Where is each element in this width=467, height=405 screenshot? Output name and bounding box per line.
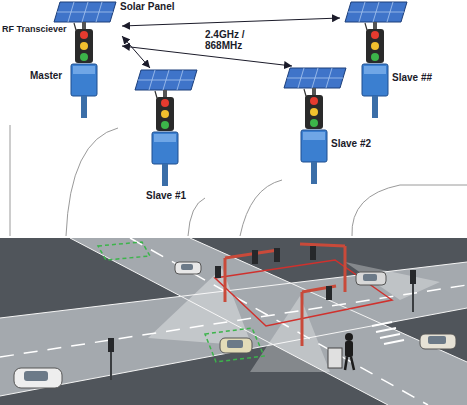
unit-label: Slave #1 [146,190,186,202]
car [181,264,193,270]
radio-link-arrow [122,18,340,26]
intersection-scene [252,250,258,264]
car [420,334,456,349]
road-lines [66,128,118,236]
unit-label: Slave #2 [331,138,371,150]
intersection-scene [300,244,345,246]
intersection-scene [412,284,414,312]
master-signal-unit [54,2,116,118]
road-lines [10,125,11,236]
intersection-scene [326,286,332,300]
kiosk-person [345,341,353,357]
car [220,338,252,353]
car [175,262,201,274]
slave-signal-unit [284,68,346,184]
road-lines [188,198,205,236]
intersection-scene [108,338,114,352]
intersection-scene [250,296,330,372]
car [420,334,456,349]
intersection-scene [224,258,227,302]
signal-unit: Slave #1 [133,68,199,204]
kiosk-person [345,333,353,341]
car [356,272,386,285]
intersection-scene [410,270,416,284]
callout-label: Solar Panel [120,1,174,12]
intersection-scene [70,238,467,405]
radio-link-arrow [122,36,150,68]
unit-label: Master [30,70,62,82]
car [175,262,201,274]
kiosk-person [345,357,347,370]
intersection-scene [376,328,396,332]
intersection-scene [310,246,316,260]
intersection-scene [384,340,404,344]
signal-unit: Master [26,2,122,118]
car [428,336,446,344]
intersection-scene [0,238,467,405]
intersection-scene [130,238,428,405]
car [227,340,243,348]
intersection-scene [372,322,404,344]
kiosk-person [328,348,342,368]
callout-label: 2.4GHz / 868MHz [205,29,259,51]
kiosk-person [328,333,354,370]
signal-unit: Slave #2 [282,66,382,186]
car [24,371,48,381]
intersection-scene [344,246,347,292]
car [14,368,62,388]
intersection-scene [215,266,221,278]
road-lines [240,180,282,236]
road-lines [352,185,467,236]
intersection-scene [380,334,400,338]
intersection-scene [225,250,278,258]
road-lines [10,125,467,236]
callout-label: RF Transciever [2,24,67,35]
intersection-scene [205,328,264,362]
intersection-scene [225,244,345,346]
slave-signal-unit [135,70,197,186]
intersection-scene [110,352,112,380]
car [356,272,386,285]
car [14,368,62,388]
intersection-scene [274,248,280,262]
intersection-scene [0,238,467,405]
intersection-scene [345,262,440,300]
unit-label: Slave ## [392,72,432,84]
intersection-scene [372,322,392,326]
intersection-scene [148,268,252,346]
intersection-scene [98,242,150,260]
slave-signal-unit [345,2,407,118]
car [363,274,377,281]
intersection-scene [108,246,416,352]
intersection-scene [301,292,304,346]
kiosk-person [351,357,354,370]
signal-unit: Slave ## [340,0,450,120]
car [220,338,252,353]
